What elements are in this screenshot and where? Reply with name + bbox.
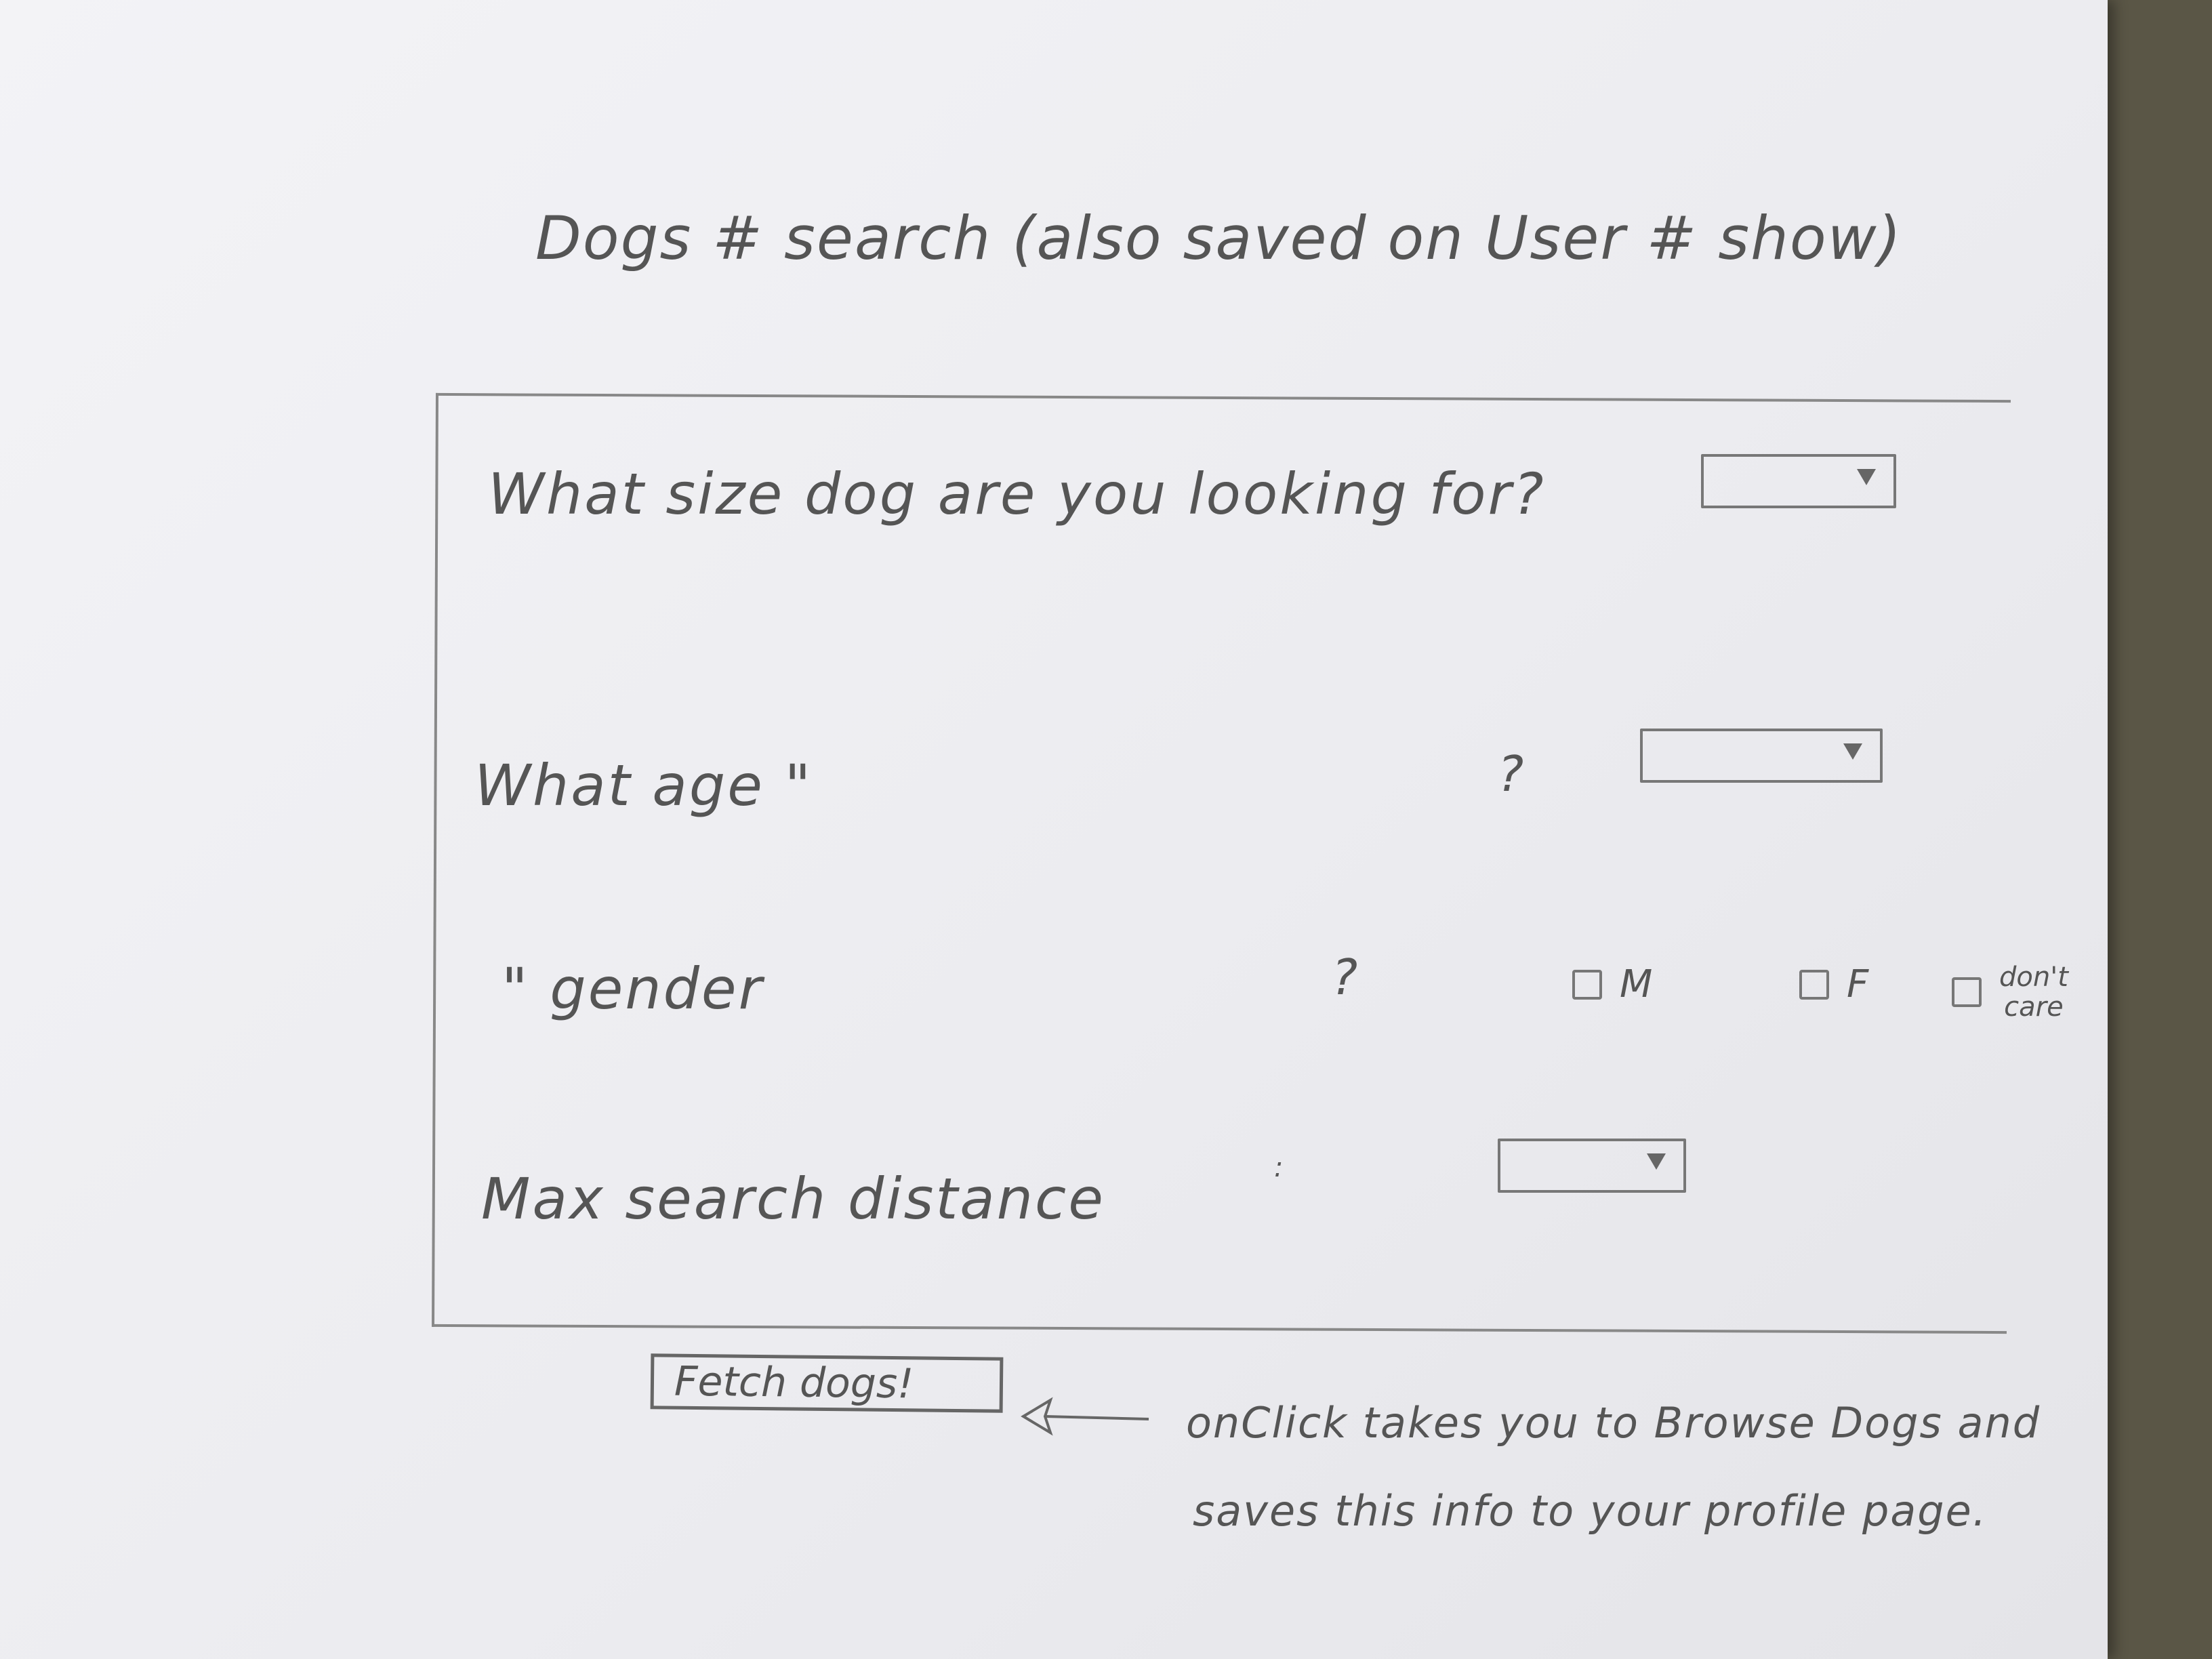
radio-box[interactable] (1952, 977, 1982, 1007)
age-question-mark: ? (1498, 745, 1524, 802)
gender-option-dont-care[interactable]: don't care (1952, 962, 2068, 1022)
gender-option-f[interactable]: F (1799, 962, 1868, 1006)
sketch-paper: Dogs # search (also saved on User # show… (0, 0, 2108, 1659)
page-title: Dogs # search (also saved on User # show… (535, 203, 1903, 273)
radio-box[interactable] (1799, 969, 1829, 1000)
gender-question-label: " gender (501, 956, 764, 1022)
size-select[interactable] (1701, 454, 1896, 508)
distance-question-label: Max search distance (481, 1166, 1105, 1232)
gender-option-label: don't care (1999, 962, 2068, 1023)
distance-select[interactable] (1498, 1139, 1686, 1193)
dropdown-caret-icon (1843, 743, 1862, 760)
gender-option-label: M (1620, 962, 1653, 1006)
fetch-dogs-button[interactable]: Fetch dogs! (650, 1353, 1004, 1413)
dropdown-caret-icon (1647, 1153, 1666, 1170)
annotation-line-1: onClick takes you to Browse Dogs and (1186, 1398, 2041, 1448)
age-question-label: What age " (474, 752, 813, 819)
arrow-left-icon (1021, 1397, 1149, 1436)
annotation-line-2: saves this info to your profile page. (1193, 1486, 1988, 1536)
gender-option-label: F (1847, 962, 1869, 1006)
age-select[interactable] (1640, 729, 1883, 783)
gender-question-mark: ? (1332, 949, 1358, 1006)
gender-option-m[interactable]: M (1572, 962, 1652, 1006)
radio-box[interactable] (1572, 969, 1602, 1000)
gender-radio-group: M F don't care (1559, 949, 2101, 1037)
distance-colon: : (1274, 1152, 1284, 1183)
size-question-label: What size dog are you looking for? (488, 461, 1546, 527)
dropdown-caret-icon (1857, 469, 1876, 485)
